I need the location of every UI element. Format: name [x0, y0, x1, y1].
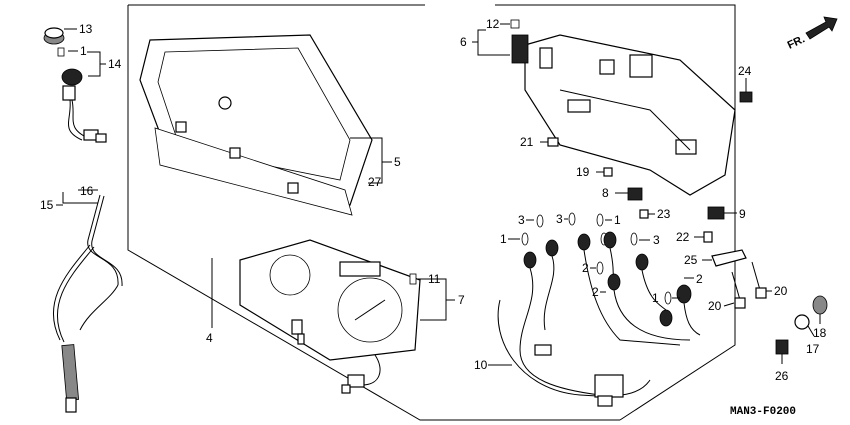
callout-15: 15 [40, 198, 54, 212]
callout-14: 14 [108, 57, 122, 71]
meter-housing-6 [511, 34, 736, 196]
callout-1b: 1 [500, 232, 507, 246]
callout-7: 7 [458, 293, 465, 307]
callout-4: 4 [206, 331, 213, 345]
callout-8: 8 [602, 186, 609, 200]
callout-18: 18 [813, 326, 827, 340]
callout-13: 13 [79, 22, 93, 36]
socket-assembly-14 [57, 47, 107, 143]
wire-harness-10 [497, 231, 701, 407]
callout-1c: 1 [652, 291, 659, 305]
callout-19: 19 [576, 165, 590, 179]
callout-1a: 1 [614, 213, 621, 227]
callout-9: 9 [739, 207, 746, 221]
callout-6: 6 [460, 35, 467, 49]
bulb-sockets [521, 212, 672, 305]
drawing-code: MAN3-F0200 [730, 406, 796, 418]
callout-17: 17 [806, 342, 820, 356]
callout-20b: 20 [774, 284, 788, 298]
callout-20a: 20 [708, 299, 722, 313]
callout-3b: 3 [556, 212, 563, 226]
callout-2c: 2 [696, 272, 703, 286]
callout-24: 24 [738, 64, 752, 78]
callout-3c: 3 [653, 233, 660, 247]
cap-13 [43, 27, 65, 45]
callout-2b: 2 [582, 261, 589, 275]
callout-23: 23 [657, 207, 671, 221]
callout-27: 27 [368, 175, 382, 189]
front-direction-arrow: FR. [786, 16, 838, 52]
callout-3a: 3 [518, 213, 525, 227]
callout-25: 25 [684, 253, 698, 267]
callout-16: 16 [80, 184, 94, 198]
meter-unit-7 [239, 239, 421, 394]
fr-label: FR. [786, 33, 807, 51]
callout-5: 5 [394, 155, 401, 169]
callout-21: 21 [520, 135, 534, 149]
callout-22: 22 [676, 230, 690, 244]
callout-2a: 2 [592, 285, 599, 299]
callout-26: 26 [775, 369, 789, 383]
speedometer-cable-15 [53, 194, 123, 413]
callout-10: 10 [474, 358, 488, 372]
callout-12: 12 [486, 17, 500, 31]
meter-case-5 [139, 34, 373, 216]
callout-1-top: 1 [80, 44, 87, 58]
frame-outline [127, 4, 736, 421]
screws-20 [731, 261, 767, 309]
